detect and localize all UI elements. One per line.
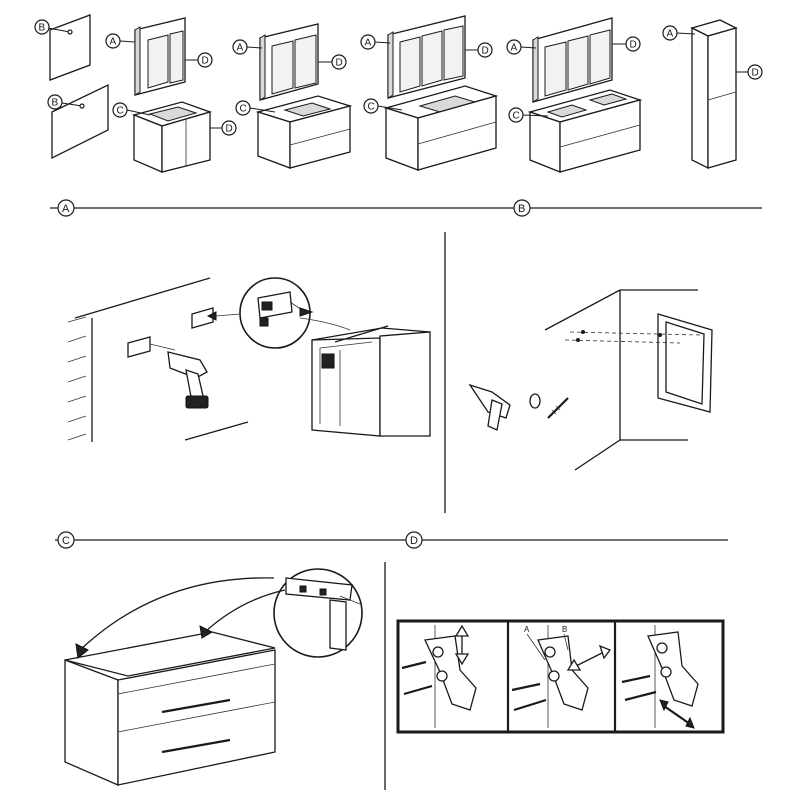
screwdriver-icon [468, 383, 511, 431]
svg-text:C: C [117, 106, 124, 117]
section-b-mirror-install [468, 289, 713, 471]
svg-text:C: C [513, 111, 520, 122]
callout-a-5: A [662, 25, 696, 41]
hinge-step-lateral [621, 625, 699, 729]
wall-cabinet-drawing [311, 325, 431, 437]
section-d-hinge-adjust: A B [396, 619, 725, 734]
callout-a-2: A [232, 39, 263, 55]
svg-text:A: A [237, 43, 244, 54]
section-divider-cd: C D [55, 531, 728, 549]
svg-text:C: C [368, 102, 375, 113]
hinge-point-a-label: A [524, 625, 530, 634]
svg-text:D: D [202, 56, 209, 67]
section-divider-ab: A B [50, 199, 762, 217]
svg-text:D: D [752, 68, 759, 79]
svg-text:D: D [336, 58, 343, 69]
section-c-label: C [62, 535, 70, 547]
hinge-step-depth: A B [511, 625, 612, 728]
wall-plug-icon [529, 393, 541, 409]
callout-c-2: C [235, 100, 276, 116]
section-a-bracket-install [67, 277, 431, 442]
mirror-frame [657, 313, 713, 413]
callout-d-1a: D [185, 52, 213, 68]
tall-column-cabinet [690, 19, 738, 170]
callout-c-4: C [508, 107, 549, 123]
rail-detail-parts [285, 577, 361, 651]
section-b-label: B [518, 203, 525, 215]
svg-text:D: D [630, 40, 637, 51]
callout-b-bottom: B [47, 94, 85, 110]
callout-d-5: D [736, 64, 763, 80]
svg-text:D: D [482, 46, 489, 57]
diagonal-arrow-icon [566, 644, 612, 671]
overview-row: B B A D C D [34, 14, 763, 173]
svg-text:B: B [52, 98, 59, 109]
callout-b-top: B [34, 19, 73, 35]
screw-icon [547, 397, 569, 419]
svg-text:C: C [240, 104, 247, 115]
svg-text:A: A [667, 29, 674, 40]
diagonal-arrow-icon [659, 699, 695, 729]
callout-c-1: C [112, 102, 151, 118]
callout-d-2: D [318, 54, 347, 70]
callout-a-1: A [105, 33, 136, 49]
callout-d-3: D [465, 42, 493, 58]
section-c-drawer-unit [64, 568, 363, 786]
section-a-label: A [62, 203, 70, 215]
svg-text:B: B [39, 23, 46, 34]
hinge-point-b-label: B [562, 625, 567, 634]
callout-c-3: C [363, 98, 403, 114]
up-down-arrow-icon [454, 624, 470, 666]
svg-text:A: A [511, 43, 518, 54]
vanity-set-1 [131, 17, 213, 173]
vanity-set-3 [383, 15, 499, 171]
section-d-label: D [410, 535, 418, 547]
callout-d-1b: D [210, 120, 237, 136]
drill-icon [167, 351, 209, 409]
svg-text:A: A [110, 37, 117, 48]
bracket-detail-parts [257, 291, 314, 327]
callout-d-4: D [612, 36, 641, 52]
hinge-step-vertical [401, 624, 477, 728]
callout-a-3: A [360, 34, 391, 50]
svg-text:D: D [226, 124, 233, 135]
mirror-panel-small [49, 14, 109, 160]
svg-text:A: A [365, 38, 372, 49]
callout-a-4: A [506, 39, 537, 55]
vanity-set-4 [527, 17, 643, 173]
vanity-set-2 [255, 23, 353, 169]
